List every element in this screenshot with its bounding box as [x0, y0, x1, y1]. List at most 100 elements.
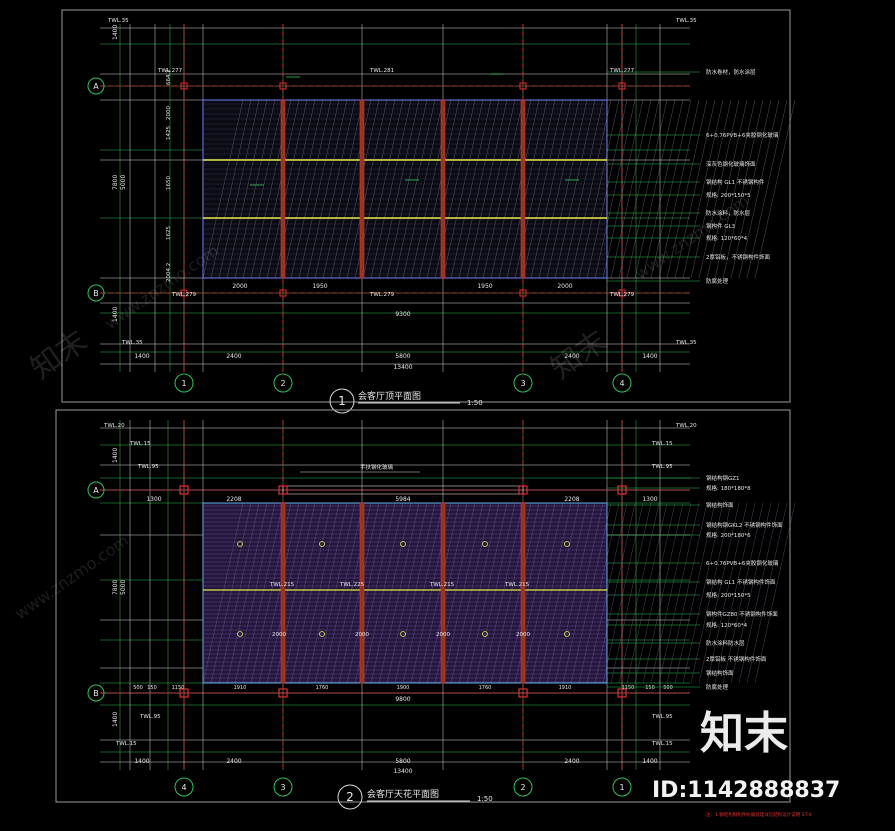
glass-hatch: [570, 502, 612, 684]
dim-bottom: 1400: [642, 758, 657, 765]
glass-hatch: [322, 502, 364, 684]
annotation-note: 规格: 180*180*8: [706, 484, 751, 492]
dim-top: 1300: [642, 496, 657, 503]
dim-top: 2208: [564, 496, 579, 503]
column-marker: [617, 485, 627, 495]
annotation-note: 2厚铝板 不锈钢构件饰面: [706, 655, 767, 663]
glass-hatch: [618, 99, 660, 279]
glass-hatch: [666, 502, 708, 684]
axis-label-col: 3: [520, 379, 525, 388]
annotation-note: 深灰色钢化玻璃饰面: [706, 160, 756, 168]
column-marker: [179, 485, 189, 495]
glass-hatch: [690, 502, 732, 684]
annotation-note: 规格: 120*60*4: [706, 621, 748, 629]
glass-hatch: [498, 502, 540, 684]
glass-hatch: [506, 502, 548, 684]
annotation-note: 6+0.76PVB+6夹胶钢化玻璃: [706, 559, 779, 567]
dim-bottom: 1400: [134, 353, 149, 360]
elevation-tag: TWL.225: [339, 582, 365, 588]
dim-inner: 9300: [395, 311, 410, 318]
annotation-note: 钢结构饰面: [706, 669, 734, 677]
glass-hatch: [522, 502, 564, 684]
glass-hatch: [602, 502, 644, 684]
glass-hatch: [466, 502, 508, 684]
ceiling-light-icon: [400, 541, 406, 547]
column-marker: [180, 289, 188, 297]
glass-hatch: [338, 502, 380, 684]
elevation-tag: TWL.277: [157, 68, 183, 74]
ceiling-light-icon: [482, 541, 488, 547]
watermark-site: www.znzmo.com: [11, 531, 132, 624]
glass-hatch: [722, 502, 764, 684]
dim-span: 2000: [232, 283, 247, 290]
elevation-tag: TWL.35: [675, 340, 697, 346]
glass-hatch: [242, 502, 284, 684]
glass-hatch: [682, 502, 724, 684]
dim-left-inner: 664.2: [166, 69, 172, 85]
ceiling-light-icon: [237, 541, 243, 547]
glass-hatch: [754, 99, 796, 279]
top-beam: [282, 485, 524, 495]
glass-hatch: [698, 99, 740, 279]
axis-label-col: 4: [619, 379, 624, 388]
axis-label-row: A: [93, 486, 99, 495]
glass-hatch: [482, 502, 524, 684]
column-marker: [279, 82, 287, 90]
glass-hatch: [674, 99, 716, 279]
steel-member: [280, 99, 286, 279]
dim-left: 1400: [112, 307, 119, 322]
dim-bottom: 5800: [395, 758, 410, 765]
dim-mid: 2000: [516, 632, 530, 638]
glass-hatch: [298, 502, 340, 684]
elevation-tag: TWL.20: [675, 423, 697, 429]
panel-outline: [202, 502, 608, 684]
axis-label-col: 2: [280, 379, 285, 388]
steel-member: [359, 502, 365, 684]
glass-hatch: [418, 502, 460, 684]
glass-hatch: [258, 502, 300, 684]
dim-inner: 9800: [395, 696, 410, 703]
watermark-id: ID:1142888837: [652, 778, 840, 803]
glass-hatch: [674, 502, 716, 684]
elevation-tag: TWL.277: [609, 68, 635, 74]
annotation-note: 2厚铝板，不锈钢构件饰面: [706, 253, 771, 261]
axis-label-col: 1: [181, 379, 186, 388]
annotation-note: 防腐处理: [706, 277, 729, 285]
elevation-tag: TWL.215: [269, 582, 295, 588]
glass-hatch: [738, 502, 780, 684]
ceiling-light-icon: [400, 631, 406, 637]
glass-hatch: [450, 502, 492, 684]
dim-bottom: 1400: [134, 758, 149, 765]
glass-hatch: [618, 502, 660, 684]
watermark-brand: 知末: [700, 708, 788, 759]
glass-hatch: [626, 502, 668, 684]
axis-bubble-col: [612, 777, 632, 797]
glass-hatch: [730, 502, 772, 684]
annotation-note: 钢结构钢GKL2 不锈钢构件饰面: [706, 521, 783, 529]
glass-hatch: [682, 99, 724, 279]
glass-hatch: [706, 99, 748, 279]
dim-bottom: 2400: [564, 758, 579, 765]
dim-span: 1950: [312, 283, 327, 290]
column-marker: [519, 289, 527, 297]
drawing-number: 1: [338, 394, 346, 408]
drawing-title: 会客厅天花平面图: [367, 788, 439, 800]
glass-hatch: [634, 502, 676, 684]
axis-bubble-col: [513, 777, 533, 797]
dim-bottom-row: 150: [147, 685, 157, 691]
glass-hatch: [426, 502, 468, 684]
glass-hatch: [386, 502, 428, 684]
elevation-tag: TWL.15: [115, 741, 137, 747]
ceiling-panel: [202, 502, 608, 684]
glass-hatch: [370, 502, 412, 684]
annotation-note: 钢结构钢GZ1: [706, 474, 740, 482]
glass-hatch: [666, 99, 708, 279]
dim-left: 5000: [120, 580, 127, 595]
dim-bottom: 1400: [642, 353, 657, 360]
glass-hatch: [346, 502, 388, 684]
footnote: 注：1.钢结构钢构件防腐处理详见结构设计说明 ST-4: [706, 811, 812, 818]
glass-hatch: [626, 99, 668, 279]
glass-hatch: [594, 502, 636, 684]
axis-bubble-col: [174, 373, 194, 393]
glass-hatch: [594, 99, 636, 279]
